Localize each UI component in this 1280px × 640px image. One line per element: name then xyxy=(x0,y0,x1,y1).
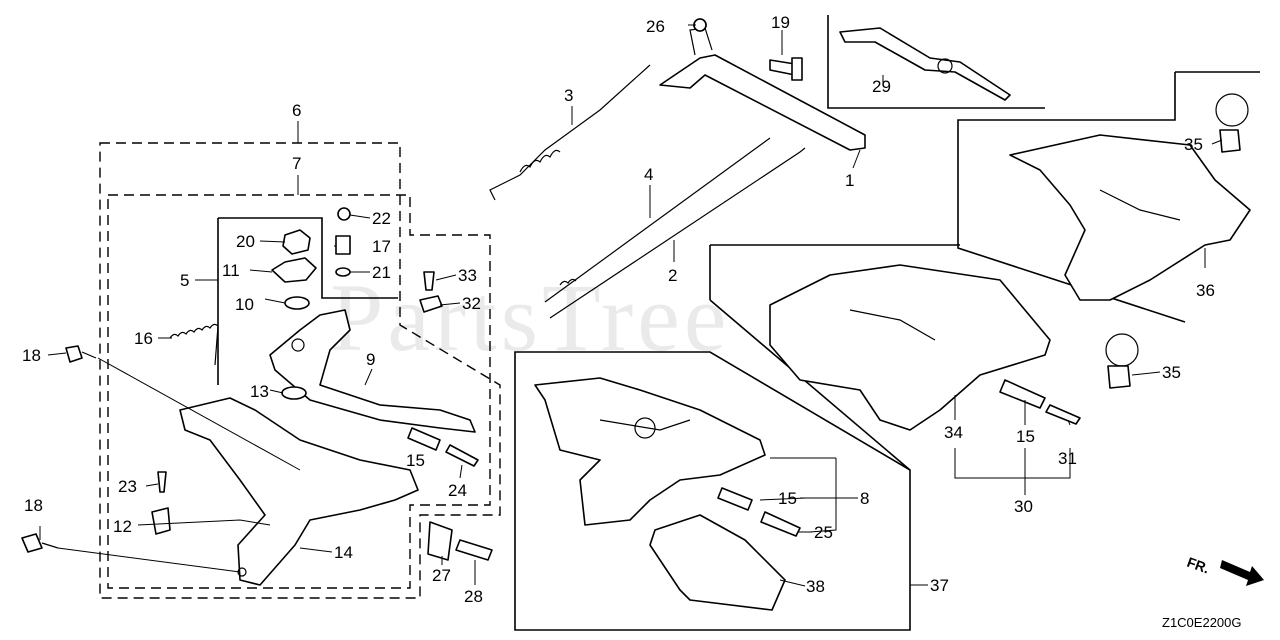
part-10-washer xyxy=(284,296,310,310)
part-15-spring-left xyxy=(407,427,441,451)
callout-29: 29 xyxy=(872,77,891,96)
group-34-diagonal xyxy=(709,299,911,471)
callout-10: 10 xyxy=(235,295,254,314)
callout-19: 19 xyxy=(771,13,790,32)
part-36-cover xyxy=(1009,134,1251,301)
part-8-bracket xyxy=(534,377,766,526)
part-32-clip xyxy=(419,295,443,313)
group-5-boundary xyxy=(218,217,398,299)
callout-22: 22 xyxy=(372,209,391,228)
callout-35-upper: 35 xyxy=(1184,135,1203,154)
callout-17: 17 xyxy=(372,237,391,256)
callout-16: 16 xyxy=(134,329,153,348)
part-15-spring-right xyxy=(999,379,1046,409)
callout-38: 38 xyxy=(806,577,825,596)
callout-15-center: 15 xyxy=(778,489,797,508)
callout-14: 14 xyxy=(334,543,353,562)
callout-2: 2 xyxy=(668,266,677,285)
callout-21: 21 xyxy=(372,263,391,282)
callout-3: 3 xyxy=(564,86,573,105)
callout-26: 26 xyxy=(646,17,665,36)
callout-15-right: 15 xyxy=(1016,427,1035,446)
part-16-spring xyxy=(169,323,219,366)
callout-1: 1 xyxy=(845,171,854,190)
part-1-lever xyxy=(659,18,866,151)
callout-23: 23 xyxy=(118,477,137,496)
callout-9: 9 xyxy=(366,350,375,369)
part-20-nut xyxy=(282,229,311,255)
part-12-clip xyxy=(151,507,171,535)
callout-4: 4 xyxy=(644,165,653,184)
front-direction-indicator: FR. xyxy=(1185,554,1264,586)
callout-18-lower: 18 xyxy=(24,496,43,515)
part-35-clamp-upper xyxy=(1215,93,1249,153)
callout-31: 31 xyxy=(1058,449,1077,468)
group-7-boundary xyxy=(107,194,491,589)
callout-7: 7 xyxy=(292,154,301,173)
part-29-lever xyxy=(839,27,1011,101)
callout-13: 13 xyxy=(250,382,269,401)
part-27-collar xyxy=(427,521,453,561)
callout-37: 37 xyxy=(930,576,949,595)
part-22-cap xyxy=(337,207,351,221)
diagram-code: Z1C0E2200G xyxy=(1162,615,1242,630)
callout-8: 8 xyxy=(860,489,869,508)
part-25-bolt xyxy=(760,511,801,537)
callout-12: 12 xyxy=(113,517,132,536)
group-29-boundary xyxy=(827,15,1045,109)
callout-5: 5 xyxy=(180,271,189,290)
part-14-base-plate xyxy=(179,397,419,586)
part-28-bolt xyxy=(455,539,493,561)
callout-35-lower: 35 xyxy=(1162,363,1181,382)
callout-36: 36 xyxy=(1196,281,1215,300)
part-21-washer xyxy=(335,267,351,277)
part-4-rod xyxy=(544,137,771,303)
callout-6: 6 xyxy=(292,101,301,120)
part-15-spring-center xyxy=(717,487,753,511)
callout-34: 34 xyxy=(944,423,963,442)
callout-24: 24 xyxy=(448,481,467,500)
callout-25: 25 xyxy=(814,523,833,542)
part-9-governor-arm xyxy=(269,309,476,433)
group-34-boundary xyxy=(709,244,960,300)
callout-32: 32 xyxy=(462,294,481,313)
part-38-pad xyxy=(649,514,786,611)
part-18-bolt-lower xyxy=(21,533,59,553)
group-6-boundary xyxy=(99,142,501,599)
part-4-spring xyxy=(559,278,577,286)
leader-lines xyxy=(39,24,1223,587)
watermark: PartsTree xyxy=(330,264,730,371)
part-23-screw xyxy=(157,471,167,493)
callout-28: 28 xyxy=(464,587,483,606)
callout-11: 11 xyxy=(222,261,240,280)
part-17-collar xyxy=(335,235,351,255)
callout-15-left: 15 xyxy=(406,451,425,470)
callout-18-upper: 18 xyxy=(22,346,41,365)
part-34-cover xyxy=(769,264,1051,431)
part-19-pin xyxy=(769,57,803,81)
group-37-boundary xyxy=(514,351,911,631)
part-24-bolt xyxy=(445,444,479,467)
part-2-rod xyxy=(549,147,806,319)
part-11-bracket xyxy=(271,257,317,283)
group-36-boundary xyxy=(957,71,1260,323)
part-3-spring-rod xyxy=(489,64,651,201)
callout-27: 27 xyxy=(432,566,451,585)
part-33-screw xyxy=(423,271,435,291)
callout-33: 33 xyxy=(458,266,477,285)
front-arrow-icon xyxy=(1220,560,1264,586)
callout-20: 20 xyxy=(236,232,255,251)
part-35-clamp-lower xyxy=(1105,333,1139,389)
part-18-bolt-upper xyxy=(65,345,97,363)
part-13-washer xyxy=(281,386,307,400)
callout-30: 30 xyxy=(1014,497,1033,516)
part-31-bolt xyxy=(1045,404,1081,425)
front-label: FR. xyxy=(1185,554,1212,577)
